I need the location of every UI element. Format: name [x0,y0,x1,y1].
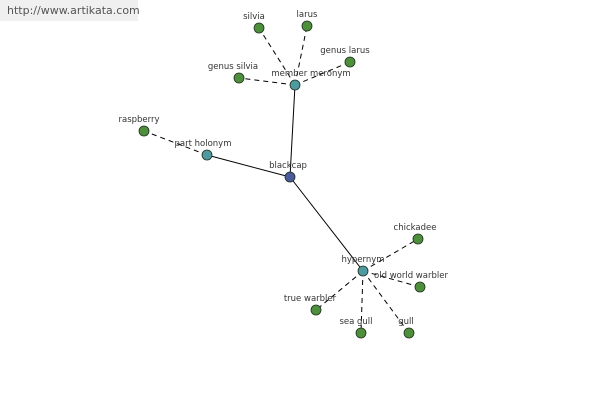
node-genus-silvia[interactable] [233,72,245,84]
node-larus[interactable] [301,20,313,32]
nodes-layer [138,20,426,339]
labels-layer: blackcap member meronym silvia larus genus s… [118,10,448,327]
edge-blackcap-hypernym [289,176,364,272]
label-blackcap[interactable]: blackcap [269,161,307,171]
edge-blackcap-member-meronym [289,84,296,178]
edge-hypernym-sea-gull [360,270,364,334]
node-hypernym[interactable] [357,265,369,277]
label-genus-larus[interactable]: genus larus [320,46,370,56]
label-true-warbler[interactable]: true warbler [284,294,337,304]
edge-blackcap-part-holonym [206,154,291,178]
label-raspberry[interactable]: raspberry [118,115,159,125]
label-larus[interactable]: larus [297,10,318,20]
edge-member-meronym-genus-silvia [238,77,296,86]
node-silvia[interactable] [253,22,265,34]
edges-layer [143,25,421,334]
label-gull[interactable]: gull [398,317,414,327]
node-old-world-warbler[interactable] [414,281,426,293]
label-part-holonym[interactable]: part holonym [175,139,232,149]
edge-member-meronym-silvia [258,27,296,86]
site-url-watermark[interactable]: http://www.artikata.com [0,0,140,21]
edge-member-meronym-larus [294,25,308,86]
node-blackcap[interactable] [284,171,296,183]
edge-hypernym-gull [362,270,410,334]
edge-hypernym-true-warbler [315,270,364,311]
label-hypernym[interactable]: hypernym [341,255,384,265]
node-part-holonym[interactable] [201,149,213,161]
node-genus-larus[interactable] [344,56,356,68]
node-sea-gull[interactable] [355,327,367,339]
edge-hypernym-chickadee [362,238,419,272]
node-true-warbler[interactable] [310,304,322,316]
label-genus-silvia[interactable]: genus silvia [208,62,258,72]
label-chickadee[interactable]: chickadee [394,223,437,233]
label-sea-gull[interactable]: sea gull [339,317,372,327]
edge-hypernym-old-world-warbler [362,270,421,288]
label-silvia[interactable]: silvia [243,12,265,22]
node-gull[interactable] [403,327,415,339]
node-member-meronym[interactable] [289,79,301,91]
edge-member-meronym-genus-larus [294,61,351,86]
edge-part-holonym-raspberry [143,130,208,156]
label-old-world-warbler[interactable]: old world warbler [374,271,448,281]
node-chickadee[interactable] [412,233,424,245]
node-raspberry[interactable] [138,125,150,137]
label-member-meronym[interactable]: member meronym [271,69,350,79]
